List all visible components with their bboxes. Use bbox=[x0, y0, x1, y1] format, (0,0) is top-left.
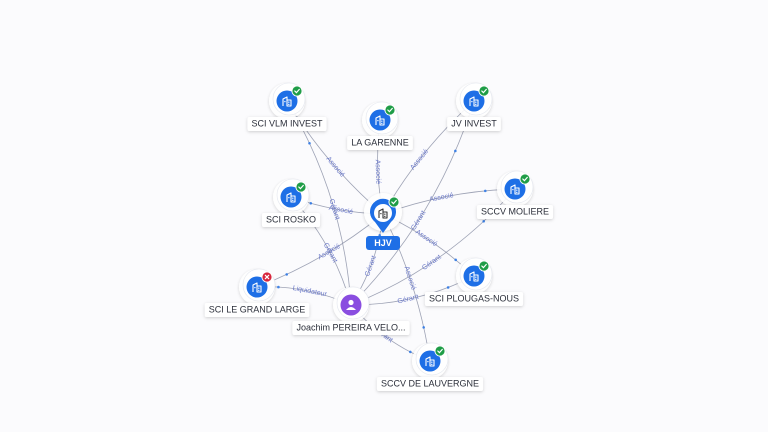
edge-label: Gérant bbox=[397, 294, 419, 306]
edge-arrow-marker bbox=[308, 141, 311, 145]
nodes-layer: SCI VLM INVEST LA GARENNE JV INVEST SCCV MO… bbox=[204, 82, 554, 391]
edge-label: Associé bbox=[414, 229, 438, 249]
label-background bbox=[376, 377, 484, 391]
center-label-pill: HJV bbox=[366, 236, 400, 250]
node-label-pill: SCCV DE LAUVERGNE bbox=[376, 377, 484, 391]
edge-arrow-marker bbox=[483, 189, 487, 193]
label-background bbox=[347, 136, 413, 150]
node-label: SCI PLOUGAS-NOUS bbox=[429, 293, 519, 303]
check-badge-icon bbox=[434, 345, 446, 357]
edge-label: Liquidateur bbox=[292, 285, 328, 298]
label-background bbox=[424, 292, 524, 306]
edge-arrow-marker bbox=[454, 258, 457, 262]
edge-arrow-marker bbox=[409, 350, 412, 354]
edge-arrow-marker bbox=[285, 273, 289, 276]
label-background bbox=[204, 303, 310, 317]
edge-arrow-marker bbox=[378, 234, 382, 237]
label-background bbox=[261, 213, 321, 227]
edge-label: Associé bbox=[328, 205, 353, 216]
center-label-background bbox=[366, 236, 400, 250]
node-label: SCCV DE LAUVERGNE bbox=[381, 378, 479, 388]
label-background bbox=[247, 117, 327, 131]
node-label: LA GARENNE bbox=[351, 137, 409, 147]
node-label-pill: JV INVEST bbox=[447, 117, 501, 131]
check-badge-icon bbox=[478, 85, 490, 97]
edge-arrow-marker bbox=[422, 326, 425, 329]
building-icon bbox=[469, 271, 479, 282]
label-background bbox=[447, 117, 501, 131]
edge-arrow-marker bbox=[482, 219, 485, 223]
edge-label: Gérant bbox=[364, 255, 378, 278]
check-badge-icon bbox=[478, 260, 490, 272]
node-garenne[interactable]: LA GARENNE bbox=[347, 101, 413, 150]
check-badge-icon bbox=[388, 196, 400, 208]
person-icon bbox=[346, 299, 356, 310]
node-label: JV INVEST bbox=[451, 118, 497, 128]
building-icon bbox=[252, 282, 262, 293]
center-label: HJV bbox=[374, 238, 392, 248]
node-hjv-center[interactable]: HJV bbox=[364, 193, 402, 250]
node-person[interactable]: Joachim PEREIRA VELO... bbox=[292, 286, 410, 335]
edge-label: Associé bbox=[429, 192, 454, 203]
x-badge-icon bbox=[261, 271, 273, 283]
node-label: SCI ROSKO bbox=[266, 214, 316, 224]
node-label: SCI LE GRAND LARGE bbox=[209, 304, 306, 314]
building-icon bbox=[510, 184, 520, 195]
building-icon bbox=[375, 115, 385, 126]
edge-arrow-marker bbox=[446, 286, 450, 289]
edge-arrow-marker bbox=[454, 149, 457, 153]
node-label-pill: LA GARENNE bbox=[347, 136, 413, 150]
node-label-pill: SCI LE GRAND LARGE bbox=[204, 303, 310, 317]
check-badge-icon bbox=[291, 85, 303, 97]
node-label-pill: SCI VLM INVEST bbox=[247, 117, 327, 131]
node-label: Joachim PEREIRA VELO... bbox=[296, 322, 405, 332]
edge-arrow-marker bbox=[277, 285, 280, 289]
building-icon bbox=[282, 96, 292, 107]
check-badge-icon bbox=[384, 104, 396, 116]
node-auvergne[interactable]: SCCV DE LAUVERGNE bbox=[376, 342, 484, 391]
node-rosko[interactable]: SCI ROSKO bbox=[261, 178, 321, 227]
node-label-pill: SCI ROSKO bbox=[261, 213, 321, 227]
building-icon bbox=[469, 96, 479, 107]
building-icon bbox=[378, 208, 388, 219]
label-background bbox=[292, 321, 410, 335]
edge-arrow-marker bbox=[309, 201, 313, 205]
edge-label: Associé bbox=[403, 266, 417, 292]
node-label-pill: Joachim PEREIRA VELO... bbox=[292, 321, 410, 335]
node-jv[interactable]: JV INVEST bbox=[447, 82, 501, 131]
edge-label: Gérant bbox=[421, 254, 443, 272]
node-label: SCI VLM INVEST bbox=[251, 118, 323, 128]
node-vlm[interactable]: SCI VLM INVEST bbox=[247, 82, 327, 131]
building-icon bbox=[425, 356, 435, 367]
node-label-pill: SCI PLOUGAS-NOUS bbox=[424, 292, 524, 306]
edge-label: Associé bbox=[324, 156, 345, 179]
check-badge-icon bbox=[519, 173, 531, 185]
edge-label: Associé bbox=[374, 159, 382, 184]
label-background bbox=[476, 205, 554, 219]
check-badge-icon bbox=[295, 181, 307, 193]
building-icon bbox=[286, 192, 296, 203]
node-label-pill: SCCV MOLIERE bbox=[476, 205, 554, 219]
edge-label: Associé bbox=[409, 148, 430, 172]
node-plougas[interactable]: SCI PLOUGAS-NOUS bbox=[424, 257, 524, 306]
node-label: SCCV MOLIERE bbox=[481, 206, 549, 216]
node-grandlarge[interactable]: SCI LE GRAND LARGE bbox=[204, 268, 310, 317]
node-moliere[interactable]: SCCV MOLIERE bbox=[476, 170, 554, 219]
